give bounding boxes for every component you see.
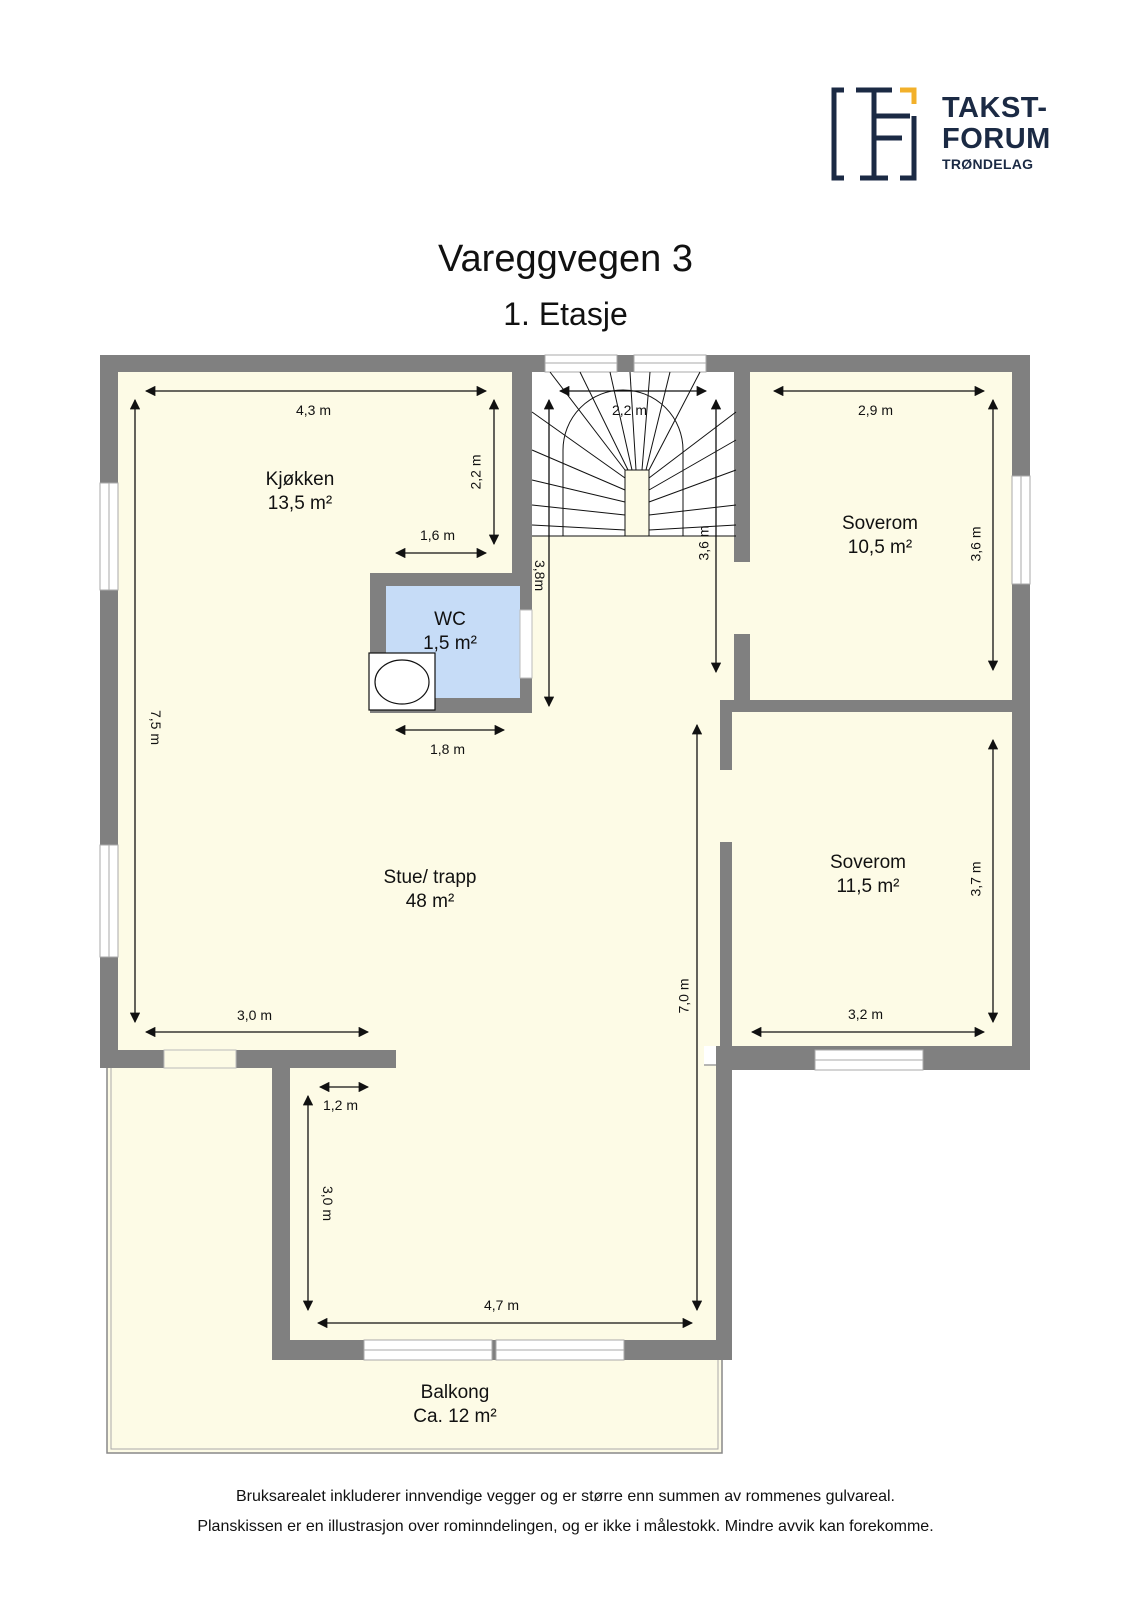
room-balcony-area: Ca. 12 m² xyxy=(413,1406,497,1427)
room-kitchen: Kjøkken 13,5 m² xyxy=(220,468,380,516)
floor-subtitle: 1. Etasje xyxy=(503,296,628,332)
dim-kitchen-width: 4,3 m xyxy=(296,402,332,418)
room-kitchen-area: 13,5 m² xyxy=(267,493,333,514)
logo-line-1: TAKST- xyxy=(942,92,1048,124)
dim-nook-depth: 3,0 m xyxy=(320,1186,336,1222)
room-living: Stue/ trapp 48 m² xyxy=(340,866,520,914)
dim-living-bottom-left: 3,0 m xyxy=(237,1007,273,1023)
dim-living-left: 7,5 m xyxy=(148,710,164,746)
room-bedroom-1-area: 10,5 m² xyxy=(847,537,913,558)
dim-living-bottom: 4,7 m xyxy=(484,1297,520,1313)
room-balcony: Balkong Ca. 12 m² xyxy=(375,1381,535,1429)
dim-stair-width: 2,2 m xyxy=(612,402,648,418)
room-bedroom-1: Soverom 10,5 m² xyxy=(800,512,960,560)
room-bedroom-1-name: Soverom xyxy=(841,513,919,534)
room-living-name: Stue/ trapp xyxy=(383,867,477,888)
dim-stair-left: 3,8m xyxy=(532,560,548,592)
dim-nook-width: 1,2 m xyxy=(323,1097,359,1113)
dimension-lines xyxy=(129,385,999,1329)
bedroom2-floor xyxy=(730,712,1014,1046)
dim-bedroom1-depth: 3,6 m xyxy=(967,526,984,562)
logo-mark-icon xyxy=(831,87,917,181)
dim-wc-width: 1,8 m xyxy=(430,741,466,757)
room-living-area: 48 m² xyxy=(405,891,455,912)
room-wc-area: 1,5 m² xyxy=(423,633,477,654)
door-openings xyxy=(163,562,750,1069)
dim-stair-right: 3,6 m xyxy=(695,525,712,561)
takstforum-logo: TAKST- FORUM TRØNDELAG xyxy=(830,86,1050,182)
room-bedroom-2-area: 11,5 m² xyxy=(836,876,900,897)
room-wc: WC 1,5 m² xyxy=(400,608,500,656)
dim-bedroom2-depth: 3,7 m xyxy=(967,861,984,897)
page-title: Vareggvegen 3 xyxy=(438,238,693,280)
dim-bedroom1-width: 2,9 m xyxy=(858,402,894,418)
footer-note-disclaimer: Planskissen er en illustrasjon over romi… xyxy=(197,1518,934,1535)
room-balcony-name: Balkong xyxy=(420,1382,490,1403)
dim-kitchen-inner: 1,6 m xyxy=(420,527,456,543)
footer-note-area: Bruksarealet inkluderer innvendige vegge… xyxy=(236,1488,895,1505)
logo-text: TAKST- FORUM TRØNDELAG xyxy=(942,92,1051,172)
dim-bedroom2-width: 3,2 m xyxy=(848,1006,884,1022)
logo-line-3: TRØNDELAG xyxy=(942,156,1034,172)
dim-living-right: 7,0 m xyxy=(675,978,692,1014)
toilet-icon xyxy=(368,652,436,711)
room-bedroom-2: Soverom 11,5 m² xyxy=(788,851,948,899)
room-wc-name: WC xyxy=(434,609,466,630)
room-kitchen-name: Kjøkken xyxy=(265,469,335,490)
bedroom1-floor xyxy=(750,372,1014,700)
floors xyxy=(118,372,1014,1340)
logo-line-2: FORUM xyxy=(942,123,1051,155)
room-bedroom-2-name: Soverom xyxy=(829,852,907,873)
dim-kitchen-depth: 2,2 m xyxy=(467,454,484,490)
